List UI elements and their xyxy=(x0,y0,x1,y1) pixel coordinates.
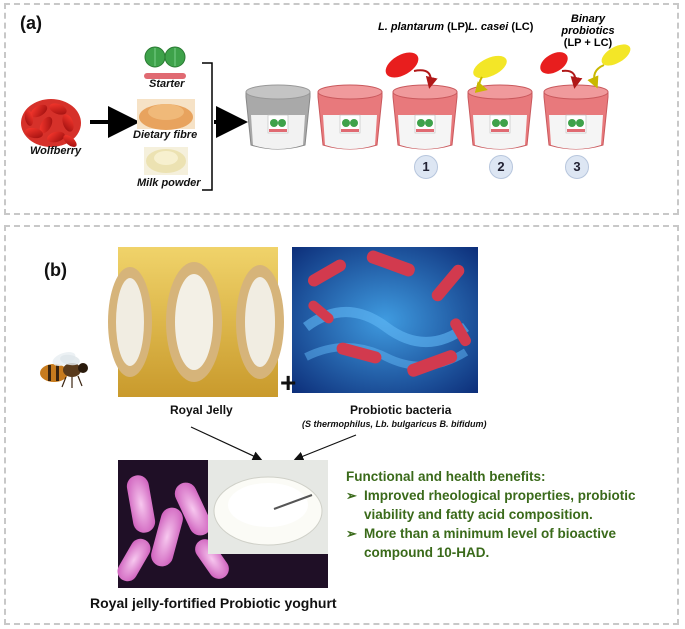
binary-lp-drop xyxy=(540,52,568,74)
yoghurt-cup-plain xyxy=(317,84,383,150)
lp-name: L. plantarum xyxy=(378,21,445,33)
lc-label: L. casei (LC) xyxy=(468,21,533,33)
yoghurt-caption: Royal jelly-fortified Probiotic yoghurt xyxy=(90,595,337,611)
dietary-fibre-image xyxy=(137,99,195,130)
lc-abbr: (LC) xyxy=(511,21,534,33)
bee-image xyxy=(40,352,88,388)
ingredients-bracket xyxy=(202,62,213,191)
royal-jelly-image xyxy=(108,247,284,397)
step-2-badge: 2 xyxy=(489,155,513,179)
dietary-fibre-label: Dietary fibre xyxy=(133,129,198,141)
binary-label-line2: (LP + LC) xyxy=(563,37,613,49)
panel-b-label: (b) xyxy=(44,260,67,280)
lp-label: L. plantarum (LP) xyxy=(378,21,468,33)
binary-lc-drop xyxy=(601,44,631,66)
wolfberry-image xyxy=(21,99,81,147)
binary-label: Binary probiotics (LP + LC) xyxy=(543,13,633,49)
lp-drop xyxy=(385,52,419,78)
panel-a-diagram xyxy=(21,44,631,191)
arrow-lp-into-cup xyxy=(413,69,438,89)
probiotic-bacteria-image xyxy=(292,247,478,393)
arrow-binary-lp xyxy=(561,69,583,89)
yoghurt-cup-binary xyxy=(543,84,609,150)
starter-label: Starter xyxy=(149,78,185,90)
benefit-item-1: Improved rheological properties, probiot… xyxy=(346,486,666,524)
starter-image xyxy=(144,46,186,79)
benefits-box: Functional and health benefits: Improved… xyxy=(346,467,666,562)
step-3-badge: 3 xyxy=(565,155,589,179)
binary-label-line1: Binary probiotics xyxy=(561,13,615,37)
royal-jelly-label: Royal Jelly xyxy=(170,403,233,417)
yoghurt-cup-lp xyxy=(392,84,458,150)
panel-b: (b) xyxy=(4,225,679,625)
benefits-title: Functional and health benefits: xyxy=(346,469,546,484)
arrow-lc-into-cup xyxy=(474,76,488,93)
wolfberry-label: Wolfberry xyxy=(30,145,82,157)
arrow-binary-lc xyxy=(587,64,605,89)
milk-powder-label: Milk powder xyxy=(137,177,201,189)
arrow-royal-jelly-to-yoghurt xyxy=(190,426,263,461)
plus-sign: + xyxy=(280,367,297,398)
benefit-item-2: More than a minimum level of bioactive c… xyxy=(346,524,666,562)
lp-abbr: (LP) xyxy=(447,21,469,33)
lc-drop xyxy=(473,55,507,79)
strains-label: (S thermophilus, Lb. bulgaricus B. bifid… xyxy=(302,419,487,429)
arrow-probiotic-to-yoghurt xyxy=(293,434,357,461)
panel-a-label: (a) xyxy=(20,13,42,33)
panel-a: (a) xyxy=(4,3,679,215)
yoghurt-cup-lc xyxy=(467,84,533,150)
probiotic-bacteria-label: Probiotic bacteria xyxy=(350,403,452,417)
yoghurt-image xyxy=(117,460,328,588)
lc-name: L. casei xyxy=(468,21,509,33)
yoghurt-cup-base xyxy=(245,84,311,150)
milk-powder-image xyxy=(144,147,188,175)
step-1-badge: 1 xyxy=(414,155,438,179)
panel-b-diagram xyxy=(40,247,478,588)
